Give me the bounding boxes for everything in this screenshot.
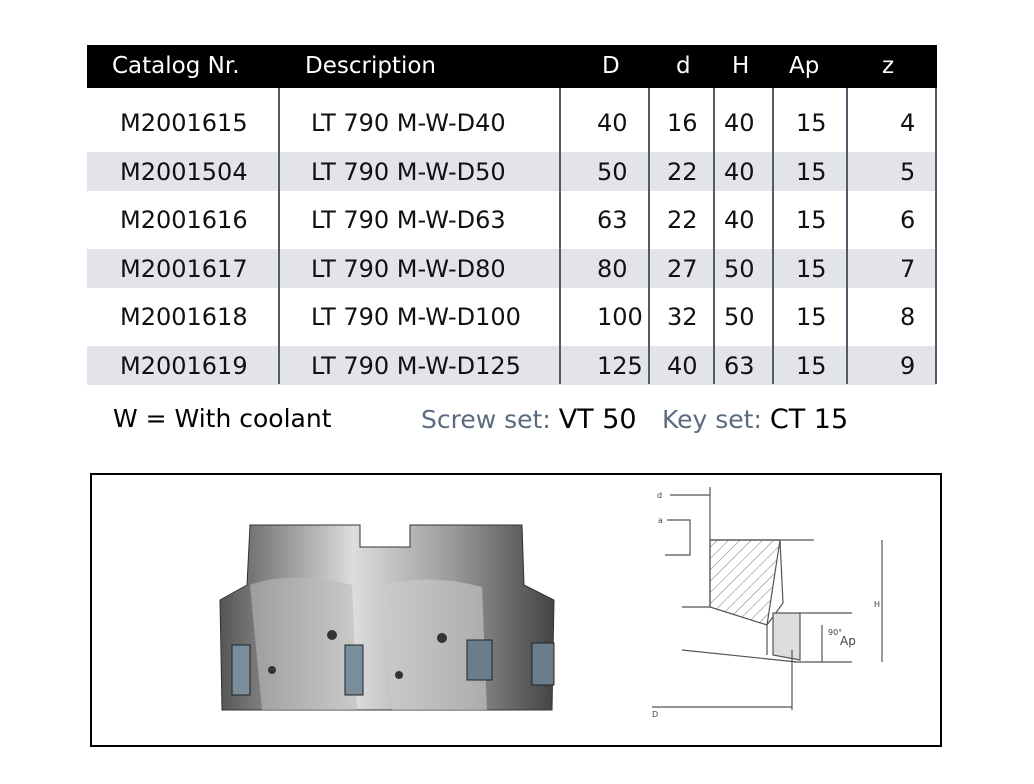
table-cell: 63 — [724, 352, 755, 380]
table-header: Catalog Nr. Description D d H Ap z — [87, 45, 937, 88]
table-cell: 22 — [667, 157, 698, 186]
table-row: M2001619 LT 790 M-W-D125 125 40 63 15 9 — [87, 346, 936, 385]
header-d: d — [676, 53, 691, 79]
dim-label-a: a — [658, 516, 663, 525]
header-D: D — [602, 53, 620, 79]
table-cell: 15 — [796, 254, 827, 283]
table-cell: 15 — [796, 109, 827, 137]
table-cell: 50 — [724, 254, 755, 283]
table-cell: 16 — [667, 109, 698, 137]
table-cell: M2001618 — [120, 303, 248, 332]
table-cell: 40 — [724, 157, 755, 186]
table-cell: 40 — [724, 109, 755, 137]
column-divider — [559, 88, 561, 384]
coolant-legend: W = With coolant — [113, 404, 332, 433]
dim-label-angle: 90° — [828, 628, 842, 637]
table-row: M2001504 LT 790 M-W-D50 50 22 40 15 5 — [87, 151, 936, 191]
table-cell: 4 — [900, 109, 916, 137]
screw-set: Screw set: VT 50 — [421, 404, 637, 435]
screw-set-label: Screw set: — [421, 405, 551, 434]
column-divider — [772, 88, 774, 384]
column-divider — [713, 88, 715, 384]
dimension-drawing: d a H 90° Ap D — [652, 487, 883, 719]
table-cell: 6 — [900, 206, 916, 235]
key-set-label: Key set: — [662, 405, 762, 434]
table-row: M2001615 LT 790 M-W-D40 40 16 40 15 4 — [87, 103, 936, 142]
header-description: Description — [305, 53, 436, 79]
table-cell: M2001617 — [120, 254, 248, 283]
column-divider — [846, 88, 848, 384]
table-row: M2001618 LT 790 M-W-D100 100 32 50 15 8 — [87, 297, 936, 336]
table-cell: 22 — [667, 206, 698, 235]
table-cell: M2001616 — [120, 206, 248, 235]
table-cell: 27 — [667, 254, 698, 283]
table-cell: LT 790 M-W-D40 — [311, 109, 506, 137]
header-Ap: Ap — [789, 53, 820, 79]
table-cell: LT 790 M-W-D100 — [311, 303, 521, 332]
column-divider — [278, 88, 280, 384]
dim-label-D: D — [652, 710, 658, 719]
table-cell: 80 — [597, 254, 628, 283]
table-cell: 32 — [667, 303, 698, 332]
table-cell: 40 — [724, 206, 755, 235]
table-cell: 8 — [900, 303, 916, 332]
table-cell: M2001504 — [120, 157, 248, 186]
dim-label-d: d — [657, 491, 662, 500]
column-divider — [935, 88, 937, 384]
product-image-panel: d a H 90° Ap D — [90, 473, 942, 747]
table-row: M2001616 LT 790 M-W-D63 63 22 40 15 6 — [87, 200, 936, 239]
table-row: M2001617 LT 790 M-W-D80 80 27 50 15 7 — [87, 248, 936, 288]
milling-cutter-image — [219, 524, 555, 711]
dim-label-Ap: Ap — [840, 634, 856, 648]
table-cell: LT 790 M-W-D63 — [311, 206, 506, 235]
table-cell: 15 — [796, 206, 827, 235]
table-cell: 5 — [900, 157, 916, 186]
table-cell: LT 790 M-W-D80 — [311, 254, 506, 283]
header-catalog: Catalog Nr. — [112, 53, 240, 79]
table-cell: M2001619 — [120, 352, 248, 380]
table-cell: 15 — [796, 303, 827, 332]
table-cell: 15 — [796, 157, 827, 186]
screw-set-value: VT 50 — [558, 404, 637, 435]
table-cell: 100 — [597, 303, 643, 332]
table-cell: M2001615 — [120, 109, 248, 137]
table-cell: 40 — [667, 352, 698, 380]
header-z: z — [882, 53, 895, 79]
table-cell: 125 — [597, 352, 643, 380]
table-cell: LT 790 M-W-D50 — [311, 157, 506, 186]
table-cell: 40 — [597, 109, 628, 137]
key-set: Key set: CT 15 — [662, 404, 848, 435]
table-cell: 63 — [597, 206, 628, 235]
table-cell: 50 — [597, 157, 628, 186]
header-H: H — [732, 53, 750, 79]
table-cell: 7 — [900, 254, 916, 283]
dim-label-H: H — [874, 600, 880, 609]
table-cell: 50 — [724, 303, 755, 332]
table-cell: 9 — [900, 352, 916, 380]
key-set-value: CT 15 — [769, 404, 849, 435]
table-cell: 15 — [796, 352, 827, 380]
column-divider — [648, 88, 650, 384]
table-cell: LT 790 M-W-D125 — [311, 352, 521, 380]
